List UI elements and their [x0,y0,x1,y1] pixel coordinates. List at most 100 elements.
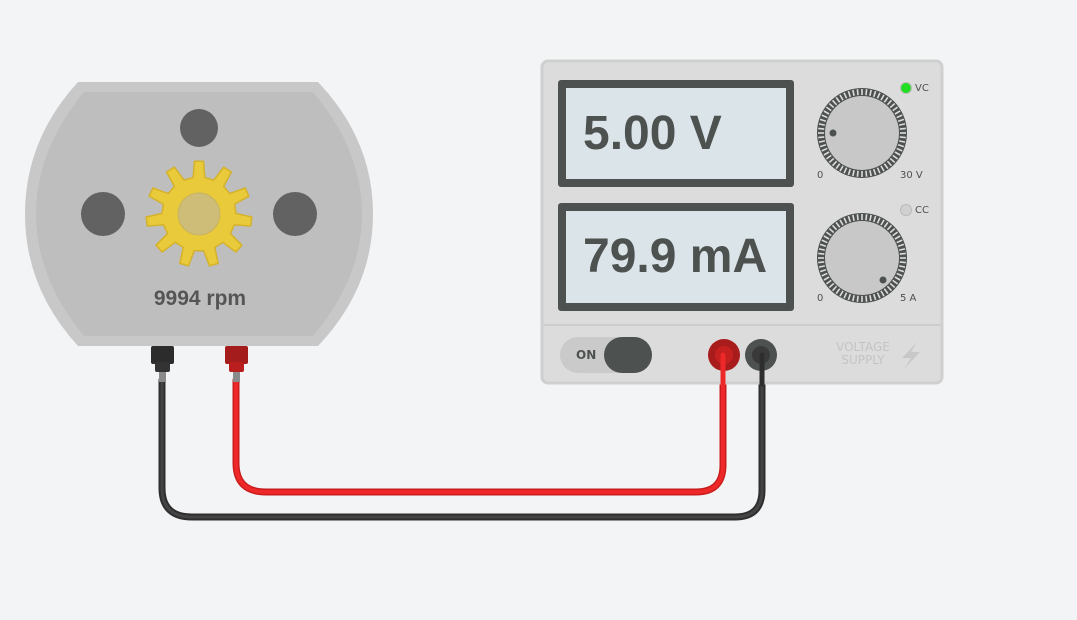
knob-tick [892,279,899,285]
knob-tick [886,224,893,231]
knob-tick [839,94,844,101]
knob-tick [894,151,901,156]
knob-tick [818,123,825,126]
knob-tick [856,89,859,96]
knob-tick [889,227,896,234]
knob-tick [847,90,852,98]
knob-tick [828,157,835,164]
knob-tick [892,231,899,237]
knob-tick [897,243,905,248]
knob-tick [821,147,828,152]
motor-speed-readout: 9994 rpm [153,287,247,310]
knob-tick [896,272,903,277]
knob-tick [835,288,841,295]
knob-tick [821,239,828,244]
knob-tick [819,268,827,273]
motor-terminal-black[interactable] [151,346,174,364]
knob-tick [847,293,852,301]
knob-tick [828,102,835,109]
knob-tick [865,214,868,221]
dc-motor[interactable] [25,82,373,382]
knob-tick [819,143,827,148]
knob-tick [883,288,889,295]
knob-tick [839,290,844,297]
knob-tick [872,215,877,223]
knob-tick [865,295,868,302]
knob-tick [852,295,855,302]
knob-tick [818,265,825,268]
cc-label: CC [915,205,929,216]
knob-tick [819,118,827,123]
knob-tick [872,90,877,98]
black-wire-highlight [160,355,764,519]
knob-tick [897,268,905,273]
knob-tick [892,106,899,112]
knob-tick [843,292,848,299]
knob-tick [876,217,881,224]
knob-tick [880,290,885,297]
knob-tick [894,276,901,281]
cc-led [900,204,912,216]
knob-tick [856,170,859,177]
knob-tick [818,140,825,143]
knob-tick [889,102,896,109]
knob-tick [818,248,825,251]
brand-label: VOLTAGE SUPPLY [830,341,896,367]
knob-tick [828,282,835,289]
knob-tick [899,123,906,126]
voltage-knob-indicator [829,129,837,137]
knob-tick [852,214,855,221]
knob-tick [892,154,899,160]
knob-tick [847,168,852,176]
knob-tick [825,279,832,285]
motor-terminal-red[interactable] [225,346,248,364]
current-display: 79.9 mA [558,203,794,311]
knob-tick [835,96,841,103]
knob-tick [899,140,906,143]
knob-tick [894,235,901,240]
knob-tick [823,151,830,156]
knob-tick [823,235,830,240]
knob-tick [869,170,872,177]
knob-tick [894,110,901,115]
brand-line-2: SUPPLY [841,353,885,367]
knob-tick [869,89,872,96]
knob-tick [818,127,825,130]
knob-tick [825,154,832,160]
red-wire-highlight [234,355,725,494]
knob-tick [865,89,868,96]
knob-tick [886,99,893,106]
knob-tick [852,170,855,177]
knob-tick [819,243,827,248]
knob-tick [821,114,828,119]
knob-tick [856,295,859,302]
knob-tick [818,261,825,264]
motor-shaft [177,192,221,236]
current-knob-max: 5 A [900,293,917,304]
voltage-knob[interactable] [817,88,907,178]
current-knob-min: 0 [817,293,824,304]
knob-tick [897,118,905,123]
knob-tick [876,92,881,99]
knob-tick [876,292,881,299]
knob-tick [865,170,868,177]
current-knob[interactable] [817,213,907,303]
knob-tick [831,285,838,292]
vc-label: VC [915,83,929,94]
knob-tick [843,92,848,99]
knob-tick [899,248,906,251]
knob-face [825,221,899,295]
knob-tick [880,94,885,101]
lightning-icon [902,342,920,369]
knob-face [825,96,899,170]
knob-tick [835,221,841,228]
knob-tick [831,224,838,231]
voltage-knob-max: 30 V [900,170,923,181]
voltage-display: 5.00 V [558,80,794,187]
power-switch-thumb[interactable] [604,337,652,373]
knob-tick [818,252,825,255]
knob-tick [843,167,848,174]
motor-mount-hole-left [81,192,125,236]
knob-tick [839,165,844,172]
knob-tick [896,239,903,244]
